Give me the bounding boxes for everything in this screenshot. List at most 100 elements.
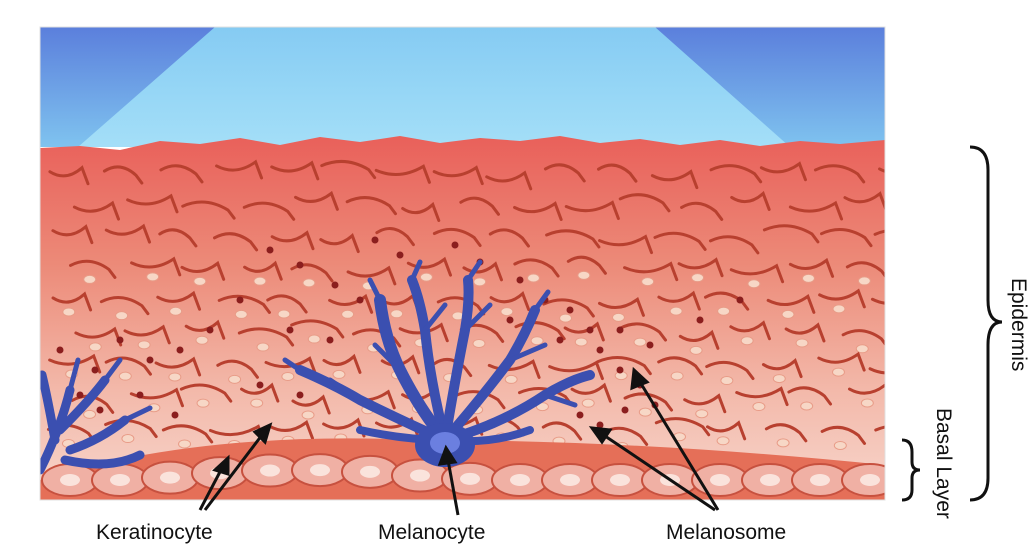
cell-nucleus xyxy=(717,437,729,445)
basal-cell-nucleus xyxy=(460,473,480,485)
cell-nucleus xyxy=(333,370,345,378)
cell-nucleus xyxy=(194,277,206,285)
melanosome-dot xyxy=(237,297,244,304)
cell-nucleus xyxy=(302,411,314,419)
cell-nucleus xyxy=(692,274,704,282)
melanosome-dot xyxy=(577,412,584,419)
cell-nucleus xyxy=(916,282,928,290)
cell-nucleus xyxy=(84,410,96,418)
cell-nucleus xyxy=(474,278,486,286)
melanosome-dot xyxy=(172,412,179,419)
melanosome-dot xyxy=(647,342,654,349)
basal-cell-nucleus xyxy=(160,472,180,484)
cell-nucleus xyxy=(575,338,587,346)
cell-nucleus xyxy=(391,310,403,318)
cell-nucleus xyxy=(342,310,354,318)
melanosome-dot xyxy=(332,282,339,289)
cell-nucleus xyxy=(639,408,651,416)
melanosome-dot xyxy=(117,337,124,344)
melanosome-dot xyxy=(357,297,364,304)
cell-nucleus xyxy=(179,440,191,448)
cell-nucleus xyxy=(696,410,708,418)
basal-cell-nucleus xyxy=(110,474,130,486)
cell-nucleus xyxy=(578,271,590,279)
melanosome-dot xyxy=(737,297,744,304)
cell-nucleus xyxy=(741,337,753,345)
cell-nucleus xyxy=(858,277,870,285)
basal-cell-nucleus xyxy=(360,466,380,478)
cell-nucleus xyxy=(89,343,101,351)
cell-nucleus xyxy=(420,273,432,281)
melanosome-dot xyxy=(207,327,214,334)
melanosome-dot xyxy=(147,357,154,364)
melanosome-dot xyxy=(92,367,99,374)
basal-cell-nucleus xyxy=(710,474,730,486)
basal-cell-nucleus xyxy=(510,474,530,486)
melanosome-dot xyxy=(452,242,459,249)
cell-nucleus xyxy=(169,373,181,381)
cell-nucleus xyxy=(801,402,813,410)
cell-nucleus xyxy=(235,310,247,318)
cell-outline xyxy=(904,268,947,284)
cell-nucleus xyxy=(773,375,785,383)
melanosome-dot xyxy=(617,367,624,374)
cell-nucleus xyxy=(782,310,794,318)
melanosome-dot xyxy=(297,392,304,399)
cell-outline xyxy=(896,197,936,213)
melanosome-dot xyxy=(557,337,564,344)
cell-nucleus xyxy=(282,372,294,380)
label-basal-layer: Basal Layer xyxy=(931,408,955,519)
cell-nucleus xyxy=(919,411,931,419)
melanosome-dot xyxy=(287,327,294,334)
cell-nucleus xyxy=(229,375,241,383)
cell-nucleus xyxy=(257,343,269,351)
melanosome-dot xyxy=(257,382,264,389)
cell-nucleus xyxy=(170,307,182,315)
melanosome-dot xyxy=(567,307,574,314)
cell-nucleus xyxy=(777,439,789,447)
cell-nucleus xyxy=(753,403,765,411)
cell-nucleus xyxy=(885,379,897,387)
basal-cell-nucleus xyxy=(610,474,630,486)
basal-cell-nucleus xyxy=(810,474,830,486)
cell-nucleus xyxy=(308,335,320,343)
cell-nucleus xyxy=(278,310,290,318)
cell-nucleus xyxy=(832,368,844,376)
cell-nucleus xyxy=(721,377,733,385)
cell-nucleus xyxy=(251,399,263,407)
melanosome-dot xyxy=(97,407,104,414)
cell-nucleus xyxy=(856,345,868,353)
cell-nucleus xyxy=(501,308,513,316)
melanosome-dot xyxy=(327,337,334,344)
melanosome-dot xyxy=(507,317,514,324)
melanosome-dot xyxy=(587,327,594,334)
cell-nucleus xyxy=(834,441,846,449)
melanosome-dot xyxy=(397,252,404,259)
cell-nucleus xyxy=(196,336,208,344)
cell-nucleus xyxy=(84,275,96,283)
melanosome-dot xyxy=(517,277,524,284)
basal-cell-nucleus xyxy=(560,474,580,486)
cell-nucleus xyxy=(254,277,266,285)
cell-nucleus xyxy=(147,273,159,281)
cell-nucleus xyxy=(531,337,543,345)
basal-cell-nucleus xyxy=(860,474,880,486)
label-keratinocyte: Keratinocyte xyxy=(96,521,213,545)
basal-cell-nucleus xyxy=(310,464,330,476)
cell-nucleus xyxy=(718,307,730,315)
label-melanosome: Melanosome xyxy=(666,521,786,545)
cell-nucleus xyxy=(197,399,209,407)
cell-nucleus xyxy=(887,309,899,317)
melanosome-dot xyxy=(177,347,184,354)
melanosome-dot xyxy=(617,327,624,334)
epidermis-bracket-icon xyxy=(970,147,1002,500)
cell-nucleus xyxy=(861,399,873,407)
cell-nucleus xyxy=(527,274,539,282)
basal-bracket-icon xyxy=(902,440,920,500)
basal-cell-nucleus xyxy=(410,470,430,482)
label-epidermis: Epidermis xyxy=(1006,278,1030,371)
cell-nucleus xyxy=(802,274,814,282)
cell-nucleus xyxy=(303,279,315,287)
melanosome-dot xyxy=(622,407,629,414)
